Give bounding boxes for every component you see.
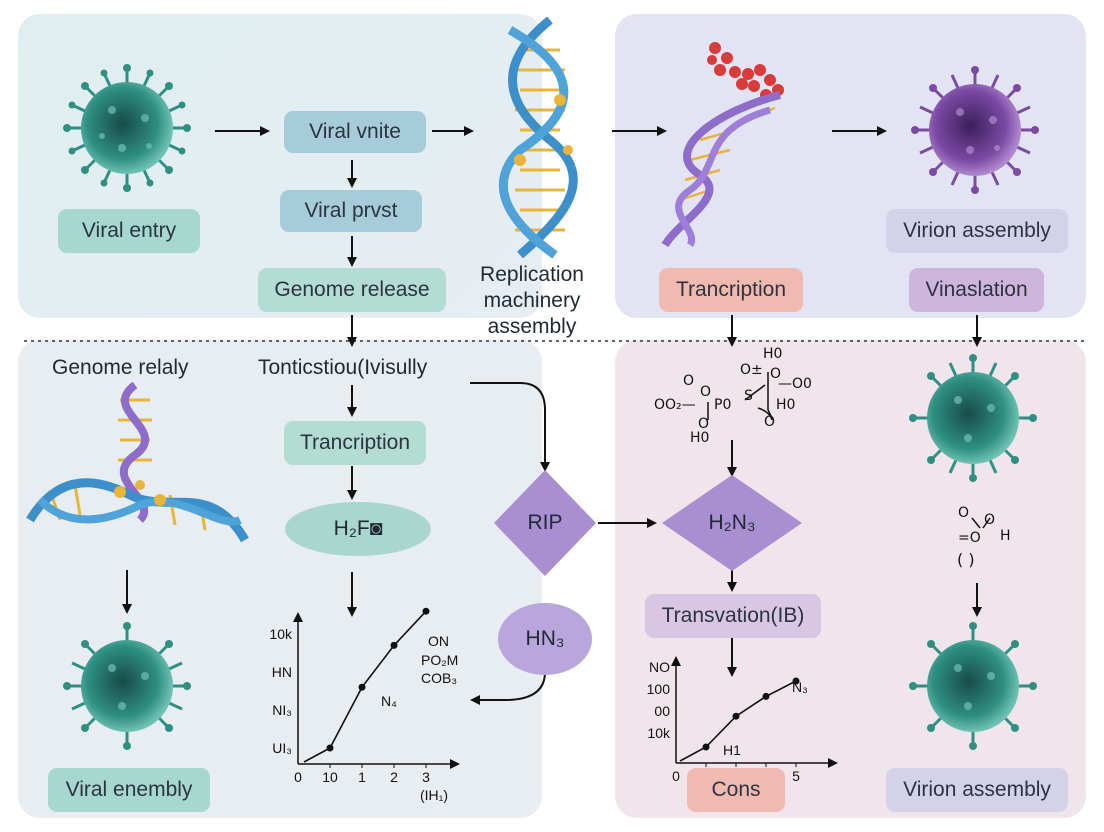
data-annotation: N₄ — [381, 693, 397, 709]
genome-release-box: Genome release — [258, 268, 446, 312]
virus-icon — [63, 622, 191, 750]
replication-line1: Replication — [480, 263, 584, 286]
chem-o-small: O — [700, 384, 712, 400]
x-tick-label: 0 — [672, 768, 680, 784]
h2n3-diamond — [662, 475, 802, 571]
cons-box: Cons — [687, 768, 785, 812]
virus-icon — [909, 622, 1037, 750]
x-tick-label: 5 — [792, 768, 800, 784]
panel-replication — [18, 340, 542, 818]
viral-prvst-box: Viral prvst — [280, 190, 422, 232]
trancription-top-box: Trancription — [659, 268, 803, 312]
data-point — [390, 641, 398, 649]
rip-diamond — [494, 470, 596, 576]
chem2-h: H — [1000, 528, 1011, 544]
replication-line3: assembly — [487, 315, 577, 338]
virion-assembly-bottom-box: Virion assembly — [886, 768, 1068, 812]
data-point — [762, 692, 770, 700]
virus-icon — [909, 354, 1037, 482]
chem-oo2: OO₂— — [654, 397, 696, 413]
chem-o-bottom-right: O — [764, 414, 776, 430]
h2n3-label: H₂N₃ — [708, 511, 756, 534]
trancription-mid-box: Trancription — [284, 421, 426, 465]
y-tick-label: HN — [272, 664, 292, 680]
data-annotation: COB₃ — [421, 670, 457, 686]
chem-o-low: O — [698, 416, 710, 432]
chem-h0-top: H0 — [763, 346, 783, 362]
virion-assembly-top-box: Virion assembly — [886, 209, 1068, 253]
chem-o0: —O0 — [778, 376, 812, 392]
chem-o-left: O — [683, 373, 695, 389]
y-tick-label: 10k — [647, 725, 671, 741]
virus-icon — [63, 64, 191, 192]
chem2-o2: O — [984, 512, 996, 528]
chem-s: S — [744, 388, 753, 404]
chem-o-pm: O± — [740, 362, 763, 378]
vinaslation-box: Vinaslation — [909, 268, 1044, 312]
y-tick-label: UI₃ — [272, 740, 292, 756]
data-annotation: H1 — [723, 742, 741, 758]
data-annotation: ON — [428, 633, 449, 649]
data-point — [358, 683, 366, 691]
h2f-ellipse: H₂F◙ — [285, 502, 431, 556]
data-point — [732, 712, 740, 720]
replication-label: Replication machinery assembly — [462, 262, 602, 340]
transvation-box: Transvation(IB) — [645, 594, 821, 638]
viral-vnite-box: Viral vnite — [284, 111, 426, 153]
chem-o-right: O — [770, 366, 782, 382]
data-annotation: N₃ — [792, 679, 808, 695]
y-tick-label: 100 — [647, 681, 671, 697]
data-point — [792, 677, 800, 685]
hn3-ellipse: HN₃ — [498, 603, 592, 675]
chem-h0-right: H0 — [776, 397, 796, 413]
data-point — [326, 744, 334, 752]
y-tick-label: 00 — [654, 703, 670, 719]
viral-enembly-box: Viral enembly — [48, 768, 210, 812]
chart-2: 02345NO1000010kH1N₃ — [647, 656, 838, 784]
dna-helix-icon — [498, 16, 578, 259]
data-point — [702, 743, 710, 751]
virus-icon — [911, 66, 1039, 194]
x-tick-label: 2 — [390, 769, 398, 785]
molecule-icon — [971, 517, 991, 529]
genome-relaly-label: Genome relaly — [52, 356, 189, 379]
x-axis-label: (IH₁) — [420, 787, 448, 803]
flow-arrows — [122, 126, 982, 705]
chem2-eq-o: =O — [958, 530, 981, 546]
replication-line2: machinery — [483, 289, 581, 312]
chem2-o1: O — [958, 505, 970, 521]
y-tick-label: NI₃ — [272, 702, 292, 718]
x-tick-label: 3 — [422, 769, 430, 785]
dna-helix-icon — [26, 381, 249, 543]
rip-label: RIP — [527, 511, 563, 534]
viral-entry-label: Viral entry — [58, 209, 200, 253]
y-tick-label: NO — [649, 659, 670, 675]
data-annotation: PO₂M — [421, 652, 458, 668]
data-point — [422, 607, 430, 615]
molecule-icon — [707, 372, 773, 421]
y-tick-label: 10k — [269, 626, 293, 642]
x-tick-label: 0 — [294, 769, 302, 785]
tonticstiou-label: Tonticstiou(Ivisully — [258, 356, 428, 379]
x-tick-label: 10 — [322, 769, 338, 785]
chem-h0-bottom: H0 — [690, 430, 710, 446]
x-tick-label: 1 — [358, 769, 366, 785]
rna-ribosome-icon — [661, 42, 784, 248]
chem2-paren: ( ) — [957, 550, 975, 569]
chem-p0: P0 — [714, 397, 732, 413]
